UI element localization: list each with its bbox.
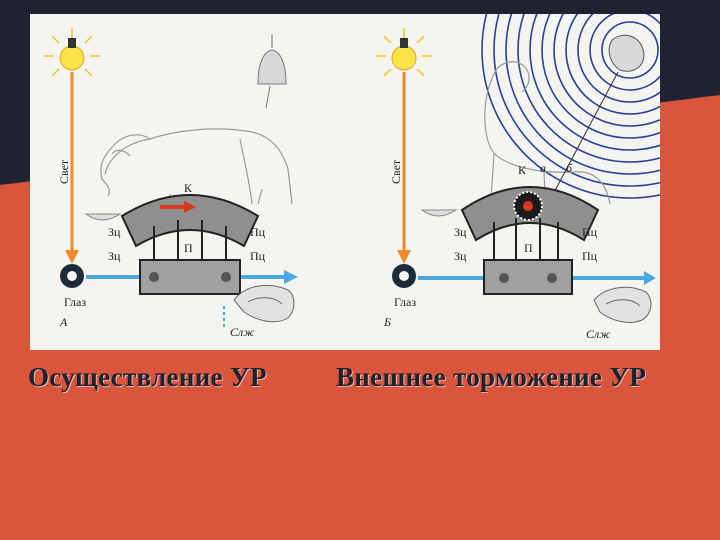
right-lower-label: Пц (250, 249, 266, 263)
food-bowl (420, 209, 458, 217)
dog-outline (100, 128, 293, 220)
left-upper-label: Зц (108, 225, 121, 239)
salivary-gland-icon (233, 284, 295, 323)
panel-external-inhibition: Свет Глаз Б К а б П Зц Зц Пц Пц (344, 14, 660, 350)
eye-label: Глаз (394, 295, 416, 309)
inhibition-focus-core (523, 201, 533, 211)
pathway-lines (493, 218, 559, 260)
light-bulb-icon (44, 28, 100, 84)
caption-conditioned-reflex: Осуществление УР (28, 362, 267, 392)
light-bulb-icon (376, 28, 432, 84)
eye-icon (60, 264, 84, 288)
caption-external-inhibition: Внешнее торможение УР (336, 362, 647, 392)
optic-ray-arrowhead (284, 270, 298, 284)
left-center-dot (499, 273, 509, 283)
light-label: Свет (389, 159, 403, 184)
cortex-red-arrowhead (184, 201, 196, 213)
eye-icon (392, 264, 416, 288)
light-ray-arrowhead (65, 250, 79, 264)
focus-b-label: б (566, 161, 573, 175)
noise-source-icon (608, 34, 645, 72)
light-label: Свет (57, 159, 71, 184)
panel-letter: Б (383, 315, 391, 329)
cortex-block (120, 194, 260, 248)
right-upper-label: Пц (582, 225, 598, 239)
left-lower-label: Зц (454, 249, 467, 263)
subcortex-block (483, 259, 573, 295)
salivary-gland-icon (593, 286, 652, 323)
right-lower-label: Пц (582, 249, 598, 263)
light-ray-arrowhead (397, 250, 411, 264)
left-lower-label: Зц (108, 249, 121, 263)
left-center-dot (149, 272, 159, 282)
right-upper-label: Пц (250, 225, 266, 239)
sound-waves (481, 14, 660, 199)
dog-outline (484, 61, 611, 215)
bell-icon (257, 34, 287, 109)
left-upper-label: Зц (454, 225, 467, 239)
panel-letter: А (59, 315, 68, 329)
cortex-label: К (518, 163, 527, 177)
eye-label: Глаз (64, 295, 86, 309)
focus-a-label: а (540, 161, 546, 175)
panel-conditioned-reflex: Свет Глаз А К П Зц Зц Пц Пц (30, 14, 346, 350)
cortex-label: К (184, 181, 193, 195)
subcortex-label: П (184, 241, 193, 255)
subcortex-label: П (524, 241, 533, 255)
right-center-dot (547, 273, 557, 283)
saliva-label: Слж (230, 325, 254, 339)
food-bowl (84, 213, 122, 221)
pathway-lines (153, 220, 227, 260)
saliva-label: Слж (586, 327, 610, 341)
optic-ray-arrowhead (644, 271, 656, 285)
right-center-dot (221, 272, 231, 282)
sound-pathway-line (549, 71, 619, 201)
